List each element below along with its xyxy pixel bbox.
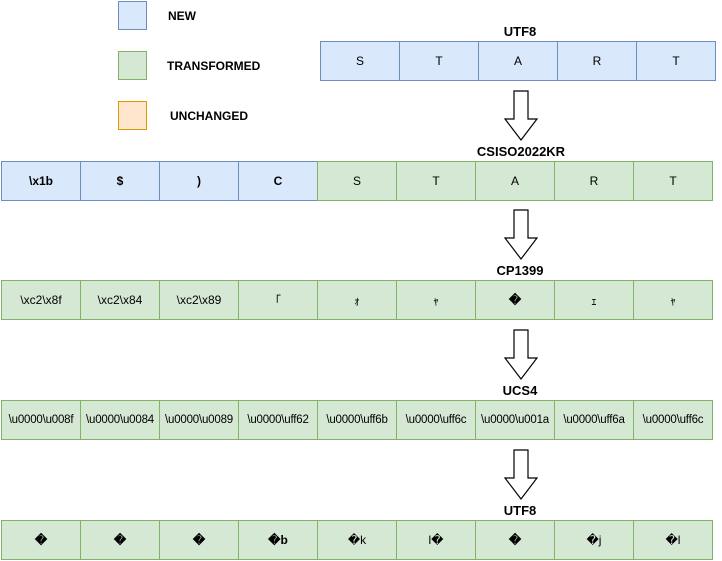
cell: ) (159, 161, 239, 201)
row-cp1399: \xc2\x8f\xc2\x84\xc2\x89｢ｫｬ�ｪｬ (1, 280, 713, 320)
cell: \u0000\uff6a (554, 400, 634, 440)
cell: ｬ (633, 280, 713, 320)
row-title-ucs4: UCS4 (502, 383, 538, 398)
cell: A (475, 161, 555, 201)
legend-label-new: NEW (168, 9, 196, 23)
cell: \u0000\uff6b (317, 400, 397, 440)
cell: � (1, 520, 81, 560)
legend-swatch-unchanged (118, 101, 147, 130)
cell: T (399, 41, 479, 81)
legend-label-transformed: TRANSFORMED (167, 59, 261, 73)
row-title-utf8-final: UTF8 (503, 503, 537, 518)
legend-swatch-new (118, 1, 147, 30)
cell: ｢ (238, 280, 318, 320)
cell: T (633, 161, 713, 201)
down-arrow-icon (504, 209, 538, 260)
cell: \xc2\x84 (80, 280, 160, 320)
row-ucs4: \u0000\u008f\u0000\u0084\u0000\u0089\u00… (1, 400, 713, 440)
cell: \u0000\u008f (1, 400, 81, 440)
cell: � (80, 520, 160, 560)
cell: C (238, 161, 318, 201)
legend-label-unchanged: UNCHANGED (170, 109, 248, 123)
cell: \xc2\x89 (159, 280, 239, 320)
cell: �k (317, 520, 397, 560)
cell: \u0000\uff6c (396, 400, 476, 440)
cell: l� (396, 520, 476, 560)
cell: � (475, 280, 555, 320)
cell: $ (80, 161, 160, 201)
cell: \u0000\uff6c (633, 400, 713, 440)
cell: � (159, 520, 239, 560)
cell: S (320, 41, 400, 81)
cell: \xc2\x8f (1, 280, 81, 320)
cell: T (396, 161, 476, 201)
cell: \u0000\u001a (475, 400, 555, 440)
cell: A (478, 41, 558, 81)
down-arrow-icon (504, 90, 538, 141)
cell: \u0000\uff62 (238, 400, 318, 440)
cell: S (317, 161, 397, 201)
cell: �b (238, 520, 318, 560)
cell: � (475, 520, 555, 560)
cell: ｪ (554, 280, 634, 320)
legend-swatch-transformed (118, 51, 147, 80)
down-arrow-icon (504, 329, 538, 380)
cell: R (557, 41, 637, 81)
cell: �l (633, 520, 713, 560)
cell: T (636, 41, 716, 81)
cell: ｬ (396, 280, 476, 320)
row-title-cp1399: CP1399 (496, 263, 544, 278)
cell: R (554, 161, 634, 201)
cell: ｫ (317, 280, 397, 320)
cell: \u0000\u0089 (159, 400, 239, 440)
cell: �j (554, 520, 634, 560)
row-title-utf8-start: UTF8 (503, 24, 537, 39)
row-title-csiso2022kr: CSISO2022KR (476, 144, 566, 159)
down-arrow-icon (504, 449, 538, 500)
cell: \u0000\u0084 (80, 400, 160, 440)
cell: \x1b (1, 161, 81, 201)
